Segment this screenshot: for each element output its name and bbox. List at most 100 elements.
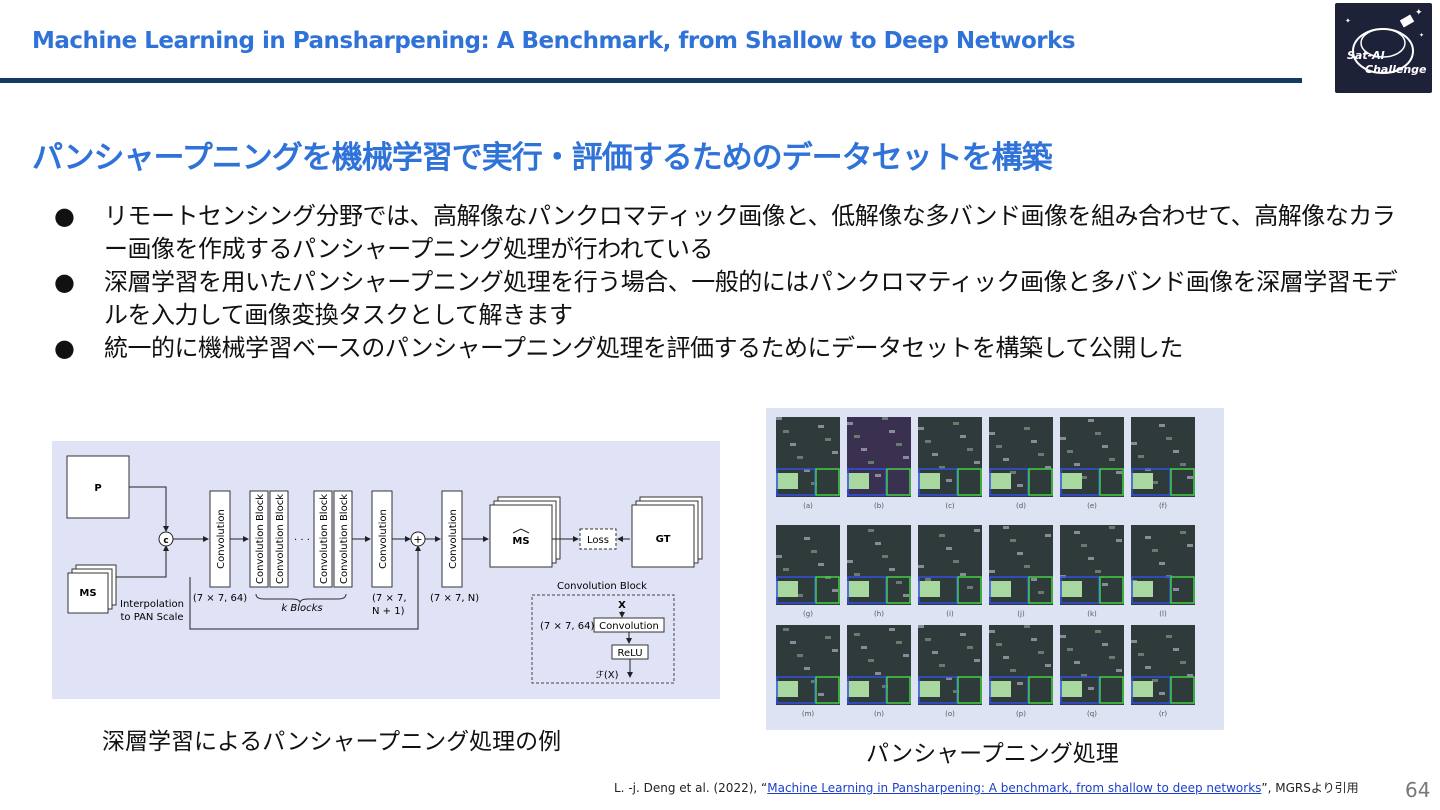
concat-symbol: c <box>163 536 168 546</box>
result-thumbnail: (g) <box>776 525 840 618</box>
results-caption: パンシャープニング処理 <box>866 741 1119 767</box>
loss-box <box>579 528 617 550</box>
result-thumbnail: (p) <box>989 625 1053 718</box>
result-thumbnail: (c) <box>918 417 982 510</box>
thumbnail-label: (c) <box>945 502 955 510</box>
thumbnail-label: (m) <box>802 710 815 718</box>
ms-input-box <box>67 572 109 614</box>
citation: L. -j. Deng et al. (2022), “Machine Lear… <box>614 779 1359 796</box>
block-fx-label: ℱ(X) <box>596 670 619 681</box>
thumbnail-label: (q) <box>1087 710 1097 718</box>
bullet-marker: ● <box>54 334 75 362</box>
bullet-text: 統一的に機械学習ベースのパンシャープニング処理を評価するためにデータセットを構築… <box>104 334 1183 362</box>
gt-label: GT <box>656 534 671 545</box>
thumbnail-label: (r) <box>1159 710 1168 718</box>
thumbnail-label: (d) <box>1016 502 1026 510</box>
conv2-spec-2: N + 1) <box>372 606 405 617</box>
pan-input-box <box>66 455 130 519</box>
bullet-item: ● 統一的に機械学習ベースのパンシャープニング処理を評価するためにデータセットを構… <box>52 332 1402 365</box>
svg-text:✦: ✦ <box>1419 32 1424 39</box>
slide-heading: パンシャープニングを機械学習で実行・評価するためのデータセットを構築 <box>32 140 1053 176</box>
ellipsis: · · · <box>294 535 310 546</box>
conv-block-label: Convolution Block <box>255 494 266 584</box>
result-thumbnail: (b) <box>847 417 911 510</box>
block-spec: (7 × 7, 64) <box>540 621 594 632</box>
thumbnail-label: (p) <box>1016 710 1026 718</box>
pansharpening-results-grid: (a) (b) (c) (d) (e) (f) (g) (h) (i) (j) (k) (l) (m) (… <box>766 408 1224 730</box>
thumbnail-label: (o) <box>945 710 955 718</box>
thumbnail-label: (k) <box>1087 610 1097 618</box>
paper-link[interactable]: Machine Learning in Pansharpening: A ben… <box>767 781 1262 795</box>
result-thumbnail: (k) <box>1060 525 1124 618</box>
block-conv-label: Convolution <box>599 621 659 632</box>
pansharpening-network-diagram: P MS Interpolation to PAN Scale c Convol… <box>52 441 720 699</box>
result-thumbnail: (a) <box>776 417 840 510</box>
result-thumbnail: (f) <box>1131 417 1195 510</box>
result-thumbnail: (n) <box>847 625 911 718</box>
conv-block-label: Convolution Block <box>319 494 330 584</box>
ms-label: MS <box>79 588 96 599</box>
conv-block-label: Convolution Block <box>275 494 286 584</box>
bullet-text: 深層学習を用いたパンシャープニング処理を行う場合、一般的にはパンクロマティック画… <box>104 268 1398 329</box>
result-thumbnail: (l) <box>1131 525 1195 618</box>
conv3-spec: (7 × 7, N) <box>430 593 479 604</box>
sat-ai-challenge-logo: ✦ ✦ ✦ Sat-AI Challenge <box>1335 3 1432 93</box>
block-detail-title: Convolution Block <box>557 581 647 592</box>
thumbnail-label: (h) <box>874 610 884 618</box>
ms-output-box <box>489 504 553 568</box>
conv-block-label: Convolution Block <box>339 494 350 584</box>
block-x-label: X <box>618 600 626 611</box>
convolution-block-1 <box>249 490 269 588</box>
convolution-block-3 <box>313 490 333 588</box>
bullet-list: ● リモートセンシング分野では、高解像なパンクロマティック画像と、低解像な多バンド… <box>52 200 1402 365</box>
interpolation-label-1: Interpolation <box>120 599 184 610</box>
pan-label: P <box>94 483 101 494</box>
logo-text-sat-ai: Sat-AI <box>1347 49 1385 62</box>
convolution-block-detail <box>531 594 675 684</box>
thumbnail-label: (n) <box>874 710 884 718</box>
conv1-spec: (7 × 7, 64) <box>193 593 247 604</box>
result-thumbnail: (i) <box>918 525 982 618</box>
thumbnail-label: (a) <box>803 502 813 510</box>
result-thumbnail: (r) <box>1131 625 1195 718</box>
conv2-spec-1: (7 × 7, <box>372 593 407 604</box>
thumbnail-label: (e) <box>1087 502 1097 510</box>
block-relu-label: ReLU <box>617 648 642 659</box>
conv1-label: Convolution <box>216 509 227 569</box>
result-thumbnail: (h) <box>847 525 911 618</box>
diagram-caption: 深層学習によるパンシャープニング処理の例 <box>102 729 562 755</box>
logo-text-challenge: Challenge <box>1365 63 1427 76</box>
conv3-label: Convolution <box>448 509 459 569</box>
bullet-marker: ● <box>54 202 75 230</box>
citation-suffix: ”, MGRSより引用 <box>1261 781 1359 795</box>
result-thumbnail: (d) <box>989 417 1053 510</box>
thumbnail-label: (f) <box>1159 502 1167 510</box>
thumbnail-label: (l) <box>1159 610 1167 618</box>
presentation-title: Machine Learning in Pansharpening: A Ben… <box>32 28 1076 54</box>
citation-prefix: L. -j. Deng et al. (2022), “ <box>614 781 768 795</box>
interpolation-label-2: to PAN Scale <box>120 612 183 623</box>
bullet-marker: ● <box>54 268 75 296</box>
thumbnail-label: (j) <box>1017 610 1025 618</box>
result-thumbnail: (m) <box>776 625 840 718</box>
svg-text:✦: ✦ <box>1415 8 1423 18</box>
header-divider <box>0 78 1302 83</box>
thumbnail-label: (i) <box>946 610 954 618</box>
bullet-item: ● リモートセンシング分野では、高解像なパンクロマティック画像と、低解像な多バンド… <box>52 200 1402 266</box>
conv2-label: Convolution <box>378 509 389 569</box>
ms-hat-label: MS <box>512 536 529 547</box>
k-blocks-label: k Blocks <box>281 603 322 614</box>
result-thumbnail: (q) <box>1060 625 1124 718</box>
bullet-text: リモートセンシング分野では、高解像なパンクロマティック画像と、低解像な多バンド画… <box>104 202 1396 263</box>
thumbnail-label: (b) <box>874 502 884 510</box>
plus-symbol: + <box>413 533 422 546</box>
page-number: 64 <box>1405 778 1431 802</box>
bullet-item: ● 深層学習を用いたパンシャープニング処理を行う場合、一般的にはパンクロマティック… <box>52 266 1402 332</box>
result-thumbnail: (o) <box>918 625 982 718</box>
convolution-block-2 <box>269 490 289 588</box>
result-thumbnail: (e) <box>1060 417 1124 510</box>
loss-label: Loss <box>587 535 609 546</box>
gt-box <box>631 504 695 568</box>
svg-text:✦: ✦ <box>1345 17 1351 25</box>
result-thumbnail: (j) <box>989 525 1053 618</box>
